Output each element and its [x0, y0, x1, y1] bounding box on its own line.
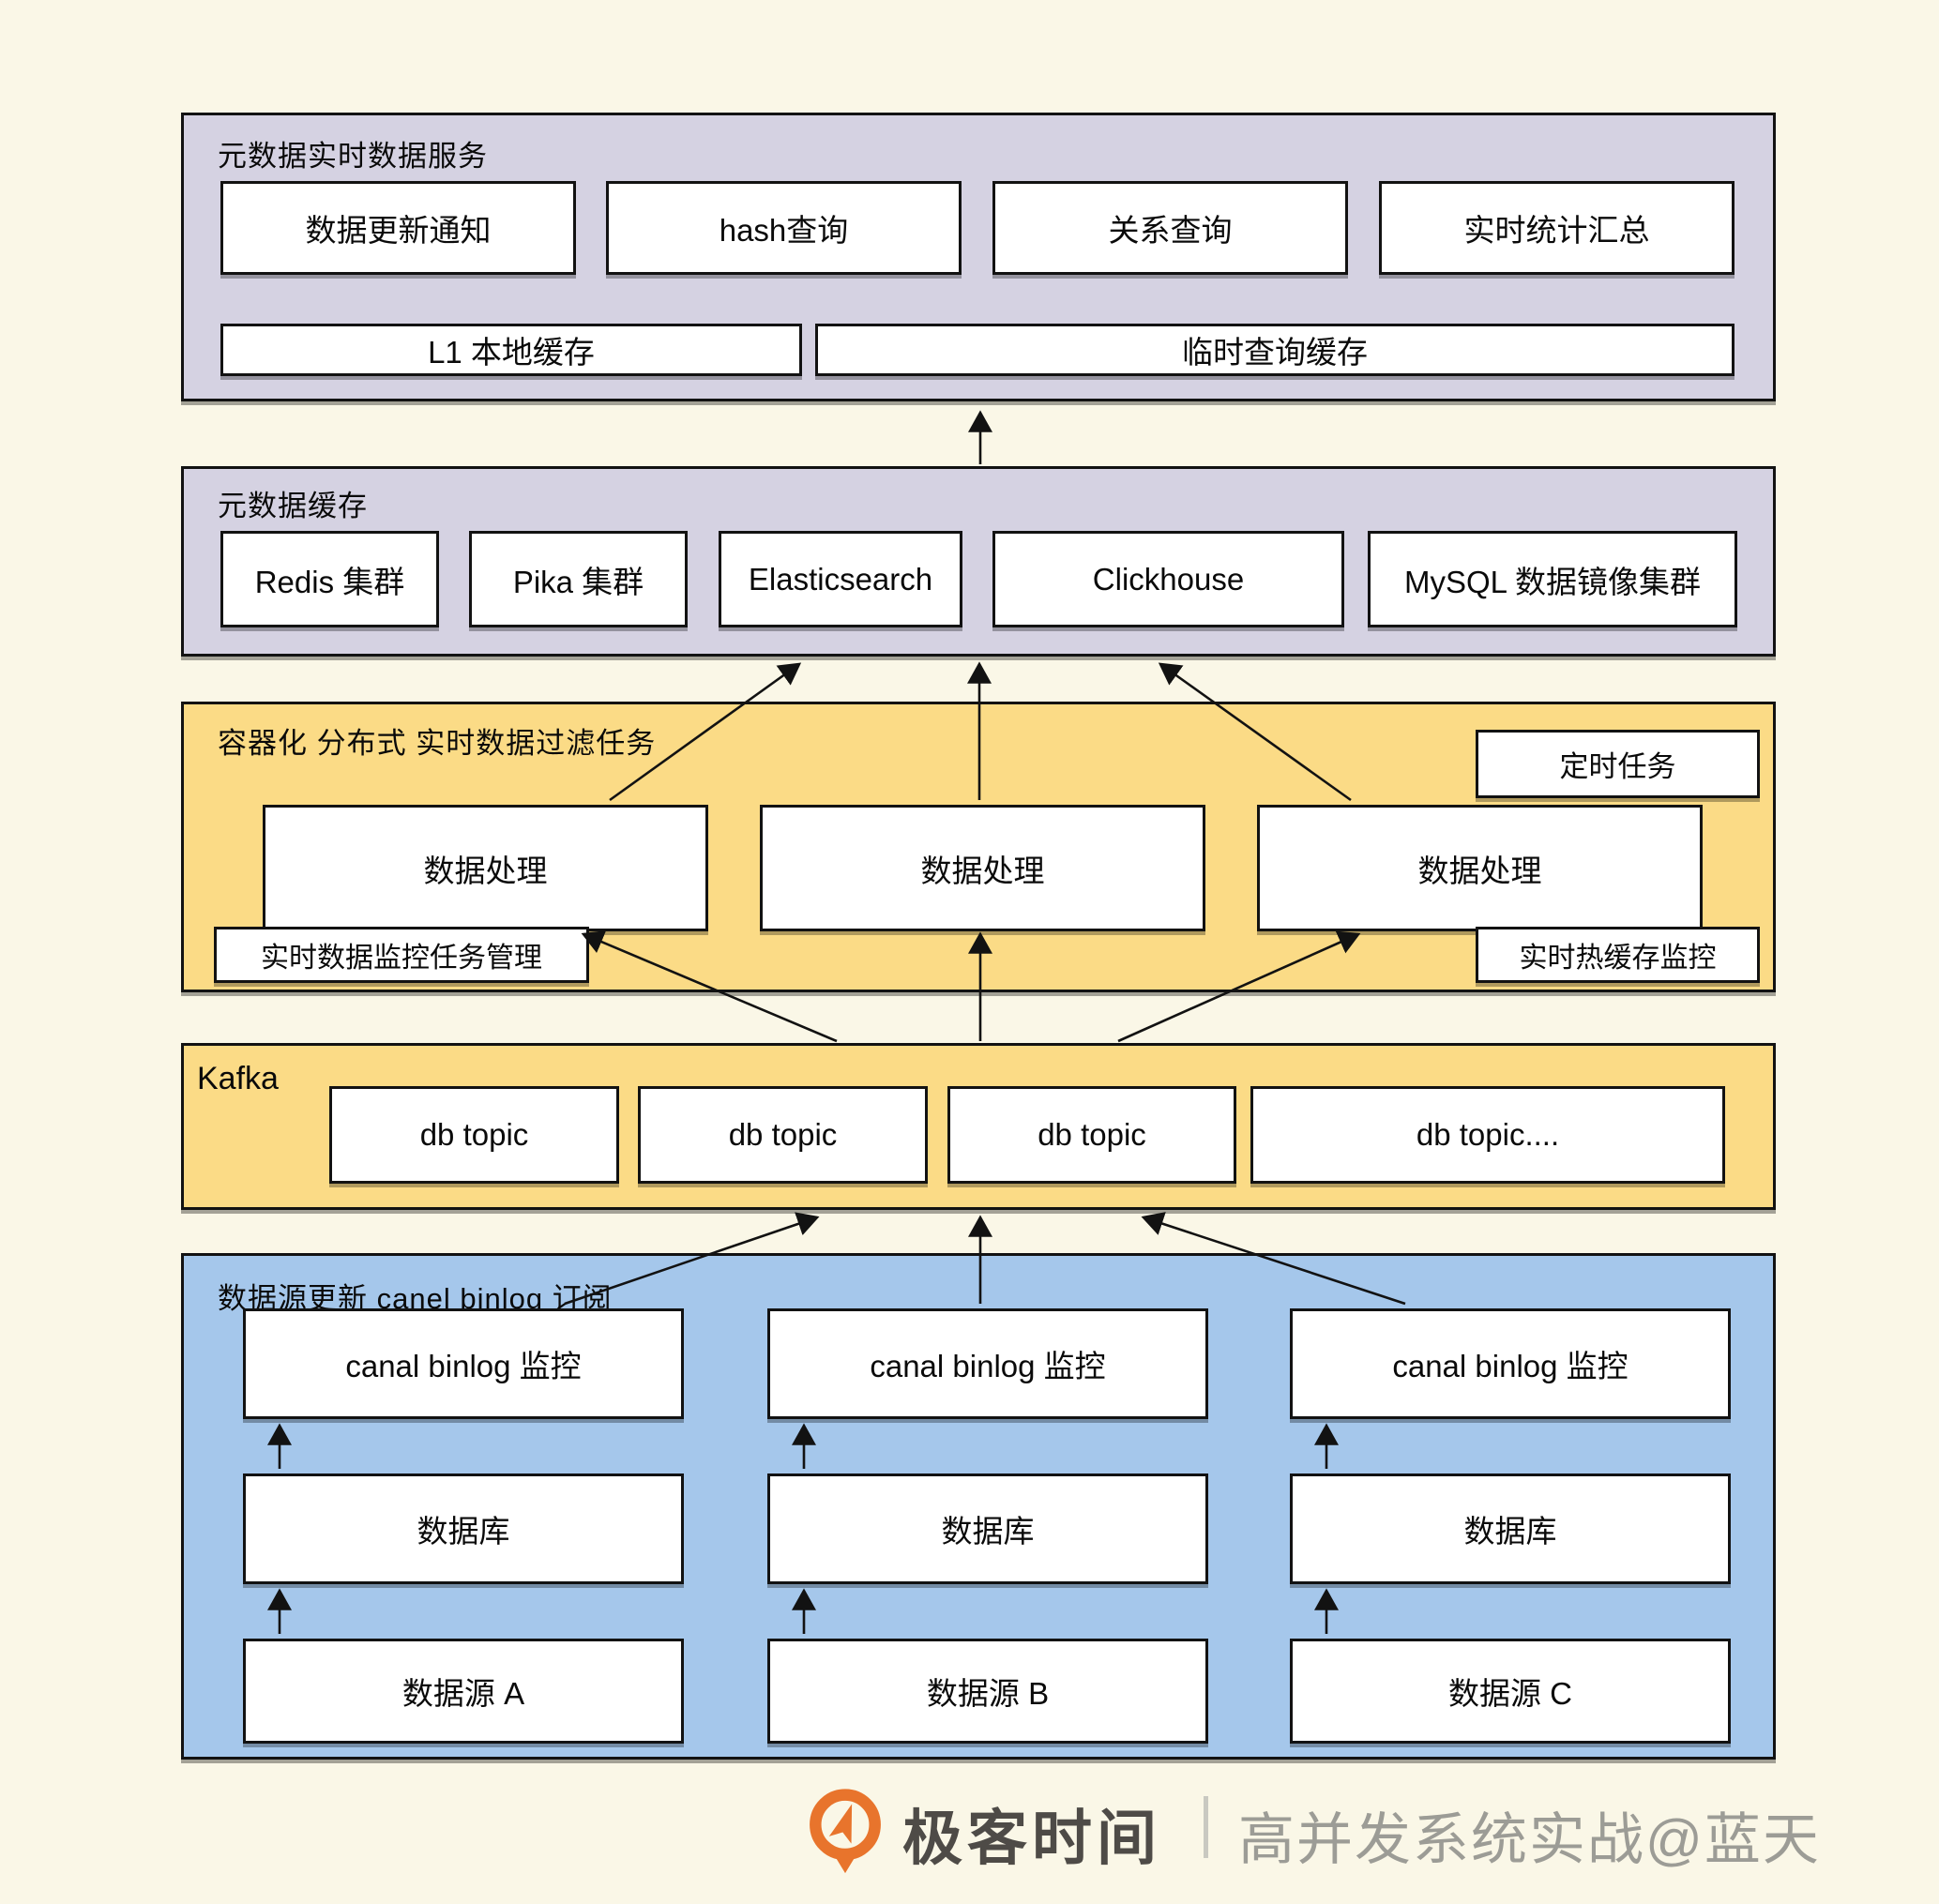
box-l1-local-cache: L1 本地缓存 [220, 324, 802, 376]
box-datasource-a: 数据源 A [243, 1639, 684, 1744]
box-datasource-b: 数据源 B [767, 1639, 1208, 1744]
box-data-processor-3: 数据处理 [1257, 805, 1703, 931]
box-canal-monitor-1: canal binlog 监控 [243, 1308, 684, 1419]
box-clickhouse: Clickhouse [992, 531, 1344, 627]
box-canal-monitor-2: canal binlog 监控 [767, 1308, 1208, 1419]
layer-filter-tasks: 容器化 分布式 实时数据过滤任务 定时任务 数据处理 数据处理 数据处理 实时数… [181, 702, 1776, 992]
layer-metadata-cache: 元数据缓存 Redis 集群 Pika 集群 Elasticsearch Cli… [181, 466, 1776, 657]
box-relation-query: 关系查询 [992, 181, 1348, 275]
layer-filter-tasks-title: 容器化 分布式 实时数据过滤任务 [218, 727, 657, 760]
box-db-topic-more: db topic.... [1250, 1086, 1725, 1184]
layer-data-sources: 数据源更新 canel binlog 订阅 canal binlog 监控 ca… [181, 1253, 1776, 1760]
box-mysql-mirror-cluster: MySQL 数据镜像集群 [1368, 531, 1737, 627]
box-realtime-monitor-task-mgmt: 实时数据监控任务管理 [214, 927, 589, 983]
footer-divider [1204, 1796, 1208, 1858]
box-database-3: 数据库 [1290, 1473, 1731, 1584]
box-elasticsearch: Elasticsearch [719, 531, 962, 627]
box-database-2: 数据库 [767, 1473, 1208, 1584]
geektime-logo-icon [810, 1789, 881, 1874]
box-data-processor-2: 数据处理 [760, 805, 1205, 931]
box-timer-task: 定时任务 [1476, 730, 1760, 798]
footer-credit: 高并发系统实战@蓝天 [1238, 1808, 1821, 1871]
footer-brand: 极客时间 [902, 1805, 1161, 1872]
box-db-topic-3: db topic [947, 1086, 1236, 1184]
layer-metadata-service: 元数据实时数据服务 数据更新通知 hash查询 关系查询 实时统计汇总 L1 本… [181, 113, 1776, 401]
box-db-topic-1: db topic [329, 1086, 619, 1184]
layer-kafka-title: Kafka [197, 1061, 279, 1096]
layer-metadata-service-title: 元数据实时数据服务 [218, 140, 488, 173]
box-hash-query: hash查询 [606, 181, 962, 275]
box-datasource-c: 数据源 C [1290, 1639, 1731, 1744]
box-hot-cache-monitor: 实时热缓存监控 [1476, 927, 1760, 983]
box-temp-query-cache: 临时查询缓存 [815, 324, 1734, 376]
footer: 极客时间 高并发系统实战@蓝天 [0, 1777, 1939, 1904]
box-realtime-stats: 实时统计汇总 [1379, 181, 1734, 275]
layer-kafka: Kafka db topic db topic db topic db topi… [181, 1043, 1776, 1210]
box-data-processor-1: 数据处理 [263, 805, 708, 931]
box-data-update-notify: 数据更新通知 [220, 181, 576, 275]
box-db-topic-2: db topic [638, 1086, 928, 1184]
box-database-1: 数据库 [243, 1473, 684, 1584]
box-pika-cluster: Pika 集群 [469, 531, 688, 627]
box-canal-monitor-3: canal binlog 监控 [1290, 1308, 1731, 1419]
box-redis-cluster: Redis 集群 [220, 531, 439, 627]
layer-metadata-cache-title: 元数据缓存 [218, 490, 368, 522]
